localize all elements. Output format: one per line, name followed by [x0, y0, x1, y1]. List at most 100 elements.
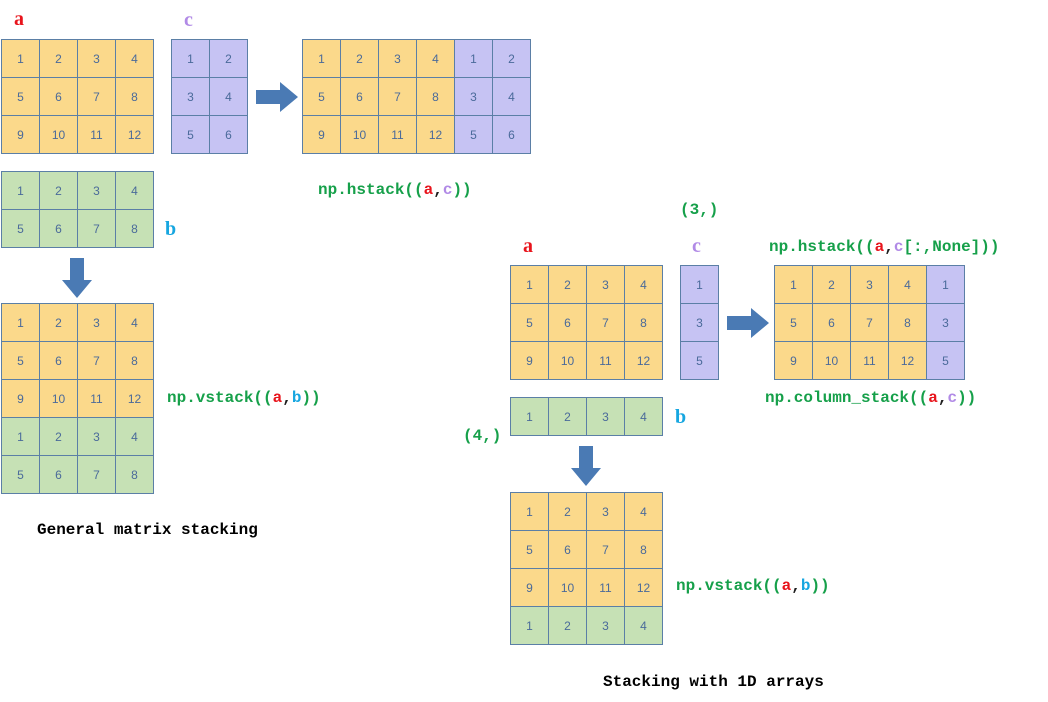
matrix-cell: 8	[116, 210, 154, 248]
matrix-cell: 8	[116, 342, 154, 380]
label-a: a	[14, 8, 24, 30]
matrix-cell: 5	[2, 342, 40, 380]
matrix-cell: 8	[625, 531, 663, 569]
matrix-cell: 2	[341, 40, 379, 78]
comma: ,	[791, 577, 801, 595]
matrix-cell: 2	[813, 266, 851, 304]
matrix-cell: 3	[681, 304, 719, 342]
matrix-cell: 10	[549, 342, 587, 380]
matrix-cell: 3	[78, 172, 116, 210]
matrix-cell: 1	[303, 40, 341, 78]
paren-close: ))	[452, 181, 472, 199]
matrix-cell: 6	[549, 304, 587, 342]
matrix-cell: 5	[511, 304, 549, 342]
matrix-cell: 1	[775, 266, 813, 304]
fn-name: np.hstack	[318, 181, 405, 199]
paren-open: ((	[762, 577, 782, 595]
paren-close: ))	[810, 577, 830, 595]
matrix-cell: 4	[210, 78, 248, 116]
paren-open: ((	[253, 389, 273, 407]
caption-1d: Stacking with 1D arrays	[603, 673, 824, 691]
matrix-cell: 6	[40, 342, 78, 380]
comma: ,	[282, 389, 292, 407]
matrix-cell: 1	[172, 40, 210, 78]
matrix-cell: 1	[511, 607, 549, 645]
matrix-cell: 5	[2, 78, 40, 116]
matrix-cell: 3	[78, 40, 116, 78]
matrix-cell: 7	[587, 304, 625, 342]
paren-close: ))	[957, 389, 977, 407]
matrix-cell: 4	[889, 266, 927, 304]
matrix-cell: 9	[511, 569, 549, 607]
paren-close: ))	[980, 238, 1000, 256]
shape-b: (4,)	[463, 427, 502, 445]
matrix-cell: 6	[813, 304, 851, 342]
matrix-cell: 8	[116, 456, 154, 494]
arg-c: c	[893, 238, 904, 256]
matrix-cell: 3	[78, 304, 116, 342]
matrix-cell: 10	[813, 342, 851, 380]
matrix-cell: 5	[681, 342, 719, 380]
matrix-cell: 7	[78, 342, 116, 380]
matrix-cell: 7	[851, 304, 889, 342]
matrix-cell: 5	[455, 116, 493, 154]
matrix-cell: 7	[78, 456, 116, 494]
matrix-cell: 2	[493, 40, 531, 78]
slice: [:,None]	[903, 238, 981, 256]
matrix-cell: 3	[379, 40, 417, 78]
matrix-cell: 3	[587, 493, 625, 531]
matrix-cell: 1	[2, 304, 40, 342]
matrix-cell: 7	[379, 78, 417, 116]
matrix-cell: 11	[78, 116, 116, 154]
matrix-cell: 5	[303, 78, 341, 116]
vstack-code-1d: np.vstack((a,b))	[676, 578, 830, 594]
label-c: c	[184, 9, 193, 31]
matrix-cell: 2	[40, 418, 78, 456]
matrix-cell: 10	[40, 380, 78, 418]
matrix-cell: 3	[927, 304, 965, 342]
arg-a: a	[928, 389, 938, 407]
matrix-cell: 4	[625, 266, 663, 304]
comma: ,	[884, 238, 894, 256]
matrix-cell: 12	[625, 342, 663, 380]
fn-name: np.vstack	[167, 389, 254, 407]
matrix-cell: 7	[78, 210, 116, 248]
matrix-cell: 12	[116, 116, 154, 154]
matrix-cell: 12	[889, 342, 927, 380]
matrix-cell: 3	[455, 78, 493, 116]
matrix-cell: 5	[172, 116, 210, 154]
matrix-cell: 4	[116, 172, 154, 210]
matrix-cell: 3	[172, 78, 210, 116]
matrix-cell: 11	[379, 116, 417, 154]
hstack-none-code: np.hstack((a,c[:,None]))	[769, 239, 999, 255]
matrix-cell: 11	[587, 342, 625, 380]
matrix-cell: 5	[2, 210, 40, 248]
matrix-cell: 3	[587, 266, 625, 304]
matrix-cell: 2	[40, 40, 78, 78]
matrix-cell: 2	[40, 304, 78, 342]
matrix-cell: 4	[493, 78, 531, 116]
arg-c: c	[442, 181, 453, 199]
matrix-cell: 4	[625, 398, 663, 436]
matrix-cell: 5	[927, 342, 965, 380]
down-arrow-icon	[62, 258, 92, 298]
paren-open: ((	[909, 389, 929, 407]
matrix-cell: 8	[625, 304, 663, 342]
matrix-cell: 10	[40, 116, 78, 154]
matrix-cell: 1	[455, 40, 493, 78]
vstack-code: np.vstack((a,b))	[167, 390, 321, 406]
matrix-cell: 5	[511, 531, 549, 569]
matrix-cell: 9	[2, 116, 40, 154]
arg-c: c	[947, 389, 958, 407]
arg-b: b	[800, 577, 811, 595]
matrix-cell: 10	[549, 569, 587, 607]
matrix-cell: 7	[587, 531, 625, 569]
matrix-cell: 5	[775, 304, 813, 342]
matrix-cell: 4	[116, 40, 154, 78]
